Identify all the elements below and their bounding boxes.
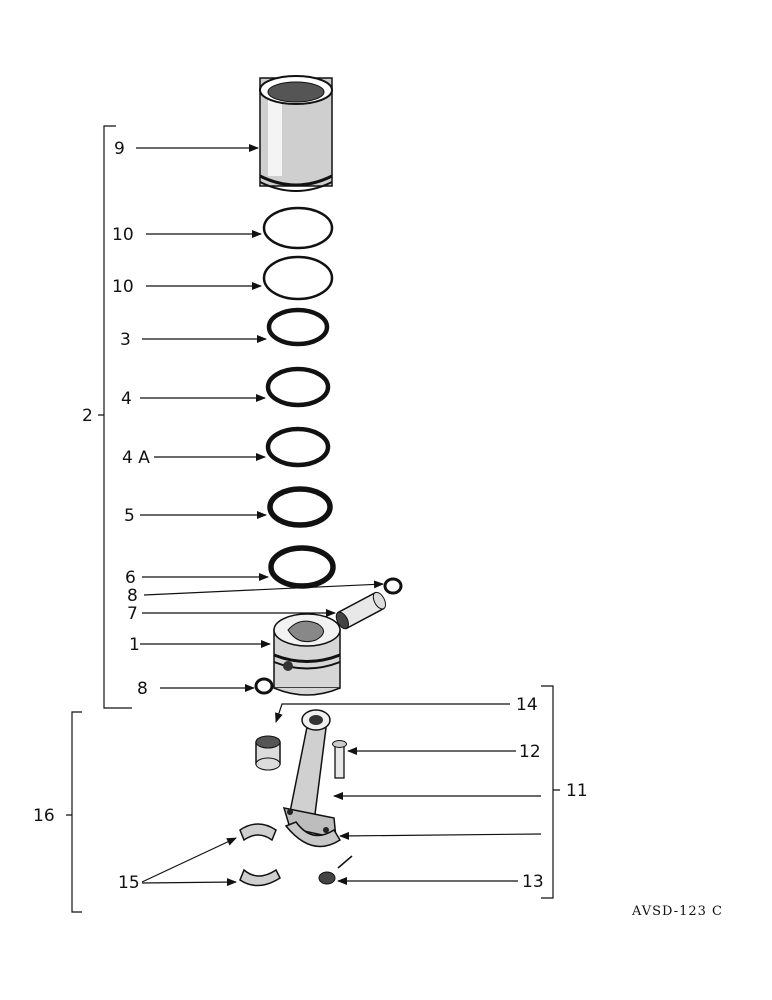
bracket-16 [66, 711, 82, 913]
cylinder-sleeve [259, 75, 333, 192]
piston-ring-5 [267, 486, 333, 528]
callout-6: 6 [125, 568, 136, 588]
callout-4: 4 [121, 389, 132, 409]
callout-8-lower: 8 [137, 679, 148, 699]
rod-nut [318, 855, 353, 885]
bracket-11 [541, 685, 560, 899]
rod-cap [284, 821, 342, 848]
bracket-2 [98, 125, 132, 709]
rod-bolt [332, 740, 347, 779]
snap-ring-lower [254, 677, 274, 695]
callout-3: 3 [120, 330, 131, 350]
pin-bushing [255, 735, 281, 771]
callout-1: 1 [129, 635, 140, 655]
callout-9: 9 [114, 139, 125, 159]
callout-8-upper: 8 [127, 586, 138, 606]
seal-ring-upper [262, 206, 334, 250]
callout-15: 15 [118, 873, 140, 893]
connecting-rod [282, 709, 337, 839]
callout-12: 12 [519, 742, 541, 762]
drawing-code: AVSD-123 C [631, 904, 723, 919]
callout-13: 13 [522, 872, 544, 892]
leader-15-upper [141, 837, 237, 883]
callout-14: 14 [516, 695, 538, 715]
bearing-shell-lower [239, 868, 281, 887]
piston [273, 613, 341, 696]
piston-ring-6 [268, 545, 336, 589]
seal-ring-lower [262, 255, 334, 301]
callout-5: 5 [124, 506, 135, 526]
callout-2: 2 [82, 406, 93, 426]
callout-10-lower: 10 [112, 277, 134, 297]
piston-ring-4 [265, 366, 331, 408]
piston-ring-4a [265, 426, 331, 468]
callout-4a: 4 A [122, 448, 150, 468]
callout-7: 7 [127, 604, 138, 624]
callout-11: 11 [566, 781, 588, 801]
leader-15-lower [141, 878, 237, 887]
leader-11-cap [339, 831, 542, 840]
leader-14 [275, 703, 510, 723]
bearing-shell-upper [239, 823, 277, 842]
callout-10-upper: 10 [112, 225, 134, 245]
callout-16: 16 [33, 806, 55, 826]
piston-pin [335, 591, 387, 630]
snap-ring-upper [383, 577, 403, 595]
piston-ring-3 [266, 307, 330, 347]
leader-8a [143, 580, 384, 596]
